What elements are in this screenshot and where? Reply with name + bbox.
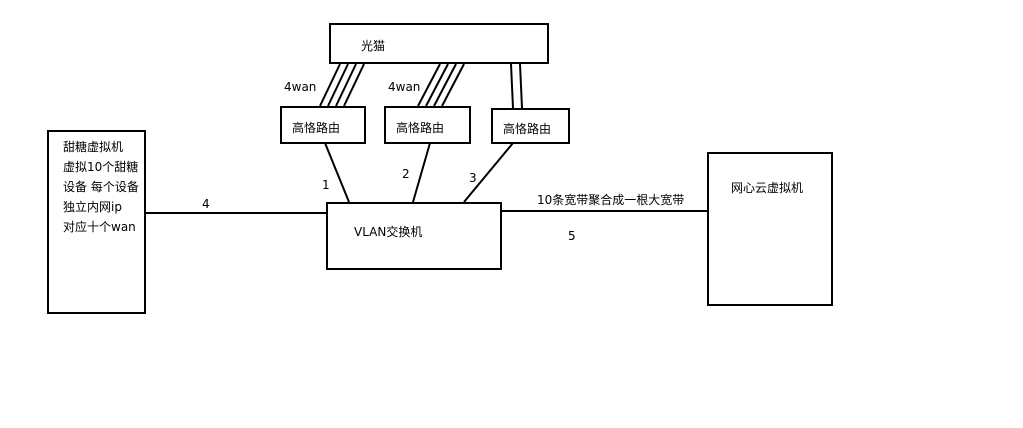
wan-line-1c bbox=[335, 63, 357, 107]
link-line-1 bbox=[324, 142, 350, 203]
link-label-5: 5 bbox=[568, 229, 576, 243]
aggregation-note: 10条宽带聚合成一根大宽带 bbox=[537, 193, 685, 207]
wan-label-1: 4wan bbox=[284, 80, 317, 94]
tiantang-vm-line-2: 虚拟10个甜糖 bbox=[63, 160, 139, 174]
link-line-3 bbox=[463, 142, 514, 203]
link-label-1: 1 bbox=[322, 178, 330, 192]
wan-line-1b bbox=[327, 63, 349, 107]
tiantang-vm-line-4: 独立内网ip bbox=[63, 200, 122, 214]
tiantang-vm-text: 甜糖虚拟机 虚拟10个甜糖 设备 每个设备 独立内网ip 对应十个wan bbox=[63, 137, 139, 237]
wan-line-3b bbox=[519, 63, 523, 109]
router-label-2: 高恪路由 bbox=[396, 121, 445, 135]
wangxinyun-vm-node: 网心云虚拟机 bbox=[707, 152, 833, 306]
link-line-2 bbox=[412, 142, 431, 203]
tiantang-vm-line-5: 对应十个wan bbox=[63, 220, 136, 234]
wangxinyun-vm-label: 网心云虚拟机 bbox=[731, 181, 804, 195]
tiantang-vm-line-1: 甜糖虚拟机 bbox=[63, 140, 124, 154]
tiantang-vm-line-3: 设备 每个设备 bbox=[63, 180, 139, 194]
vlan-switch-node: VLAN交换机 bbox=[326, 202, 502, 270]
optical-modem-label: 光猫 bbox=[361, 39, 386, 53]
link-label-4: 4 bbox=[202, 197, 210, 211]
router-node-1: 高恪路由 bbox=[280, 106, 366, 144]
wan-line-1d bbox=[343, 63, 365, 107]
vlan-switch-label: VLAN交换机 bbox=[354, 225, 423, 239]
router-label-3: 高恪路由 bbox=[503, 122, 552, 136]
link-label-2: 2 bbox=[402, 167, 410, 181]
link-label-3: 3 bbox=[469, 171, 477, 185]
wan-label-2: 4wan bbox=[388, 80, 421, 94]
wan-line-2b bbox=[425, 63, 449, 107]
router-label-1: 高恪路由 bbox=[292, 121, 341, 135]
wan-line-2d bbox=[441, 63, 465, 107]
tiantang-vm-node: 甜糖虚拟机 虚拟10个甜糖 设备 每个设备 独立内网ip 对应十个wan bbox=[47, 130, 146, 314]
wan-line-3a bbox=[510, 63, 514, 109]
wan-line-2c bbox=[433, 63, 457, 107]
router-node-2: 高恪路由 bbox=[384, 106, 471, 144]
wan-line-2a bbox=[417, 63, 441, 107]
optical-modem-node: 光猫 bbox=[329, 23, 549, 64]
router-node-3: 高恪路由 bbox=[491, 108, 570, 144]
wan-line-1a bbox=[319, 63, 341, 107]
